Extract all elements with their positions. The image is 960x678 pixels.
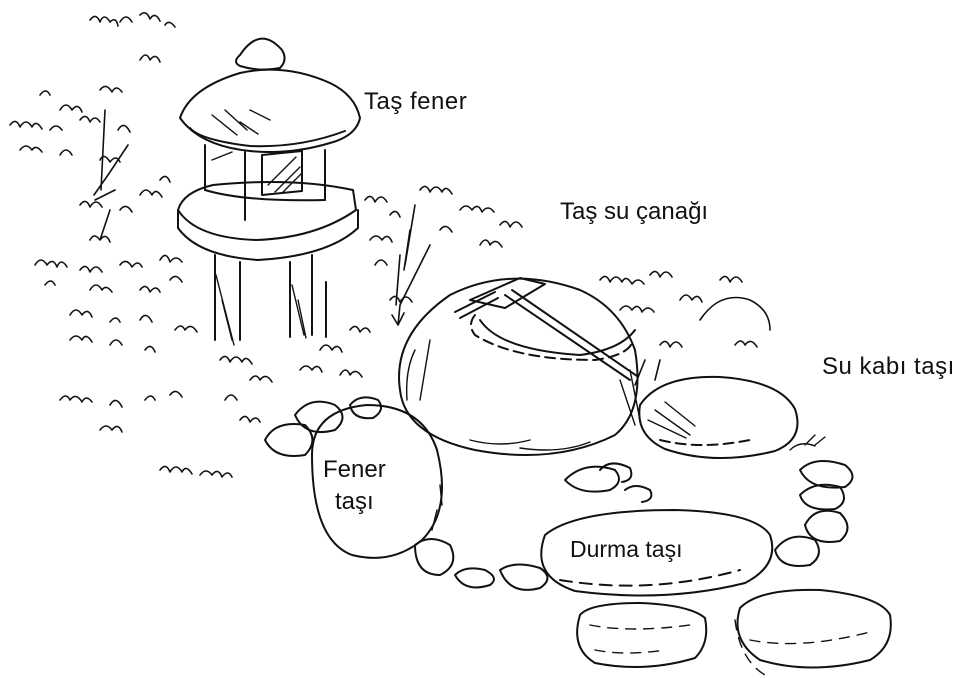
label-durma-tasi: Durma taşı bbox=[570, 536, 683, 562]
label-tas-su-canagi: Taş su çanağı bbox=[560, 198, 709, 225]
label-fener-tasi-line2: taşı bbox=[335, 488, 374, 516]
stone-lantern bbox=[177, 37, 361, 346]
label-su-kabi-tasi: Su kabı taşı bbox=[822, 353, 955, 380]
standing-stone bbox=[540, 509, 774, 597]
label-tas-fener: Taş fener bbox=[364, 88, 468, 115]
label-fener-tasi-line1: Fener bbox=[323, 456, 386, 483]
shrubs-middle bbox=[219, 185, 523, 423]
stone-basin bbox=[398, 277, 641, 456]
pebble-border bbox=[264, 396, 854, 591]
foliage-left bbox=[9, 11, 233, 478]
shrubs-right bbox=[599, 270, 771, 386]
label-fener-tasi: Fener taşı bbox=[323, 454, 386, 519]
stepping-stones bbox=[576, 588, 892, 676]
label-leader-lines bbox=[391, 244, 431, 326]
lantern-stone bbox=[311, 404, 443, 559]
water-basin-stone bbox=[638, 375, 799, 460]
